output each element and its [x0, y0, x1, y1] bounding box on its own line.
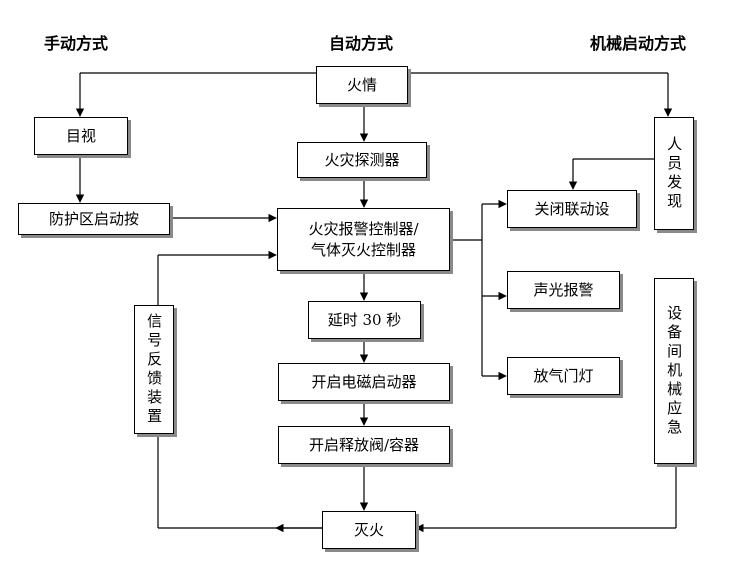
node-feedback: 信号反馈装置 [134, 305, 174, 434]
node-zone-button: 防护区启动按 [18, 203, 170, 235]
node-sound-light: 声光报警 [507, 271, 620, 309]
header-manual: 手动方式 [44, 34, 109, 53]
node-controller: 火灾报警控制器/ 气体灭火控制器 [277, 208, 450, 271]
node-solenoid: 开启电磁启动器 [278, 363, 450, 401]
controller-line2: 气体灭火控制器 [310, 240, 416, 259]
node-room-mech: 设备间机械应急 [654, 278, 694, 464]
node-discharge-lamp: 放气门灯 [507, 357, 620, 395]
header-mechanical: 机械启动方式 [590, 34, 687, 53]
node-person-found: 人员发现 [654, 117, 694, 230]
header-auto: 自动方式 [329, 34, 394, 53]
node-close-linkage: 关闭联动设 [507, 190, 637, 228]
node-delay: 延时 30 秒 [308, 301, 421, 339]
controller-line1: 火灾报警控制器/ [308, 220, 419, 239]
node-visual: 目视 [34, 117, 128, 155]
node-detector: 火灾探测器 [297, 142, 427, 178]
node-release-valve: 开启释放阀/容器 [278, 426, 450, 464]
node-extinguish: 灭火 [322, 511, 416, 549]
node-fire: 火情 [316, 66, 408, 104]
